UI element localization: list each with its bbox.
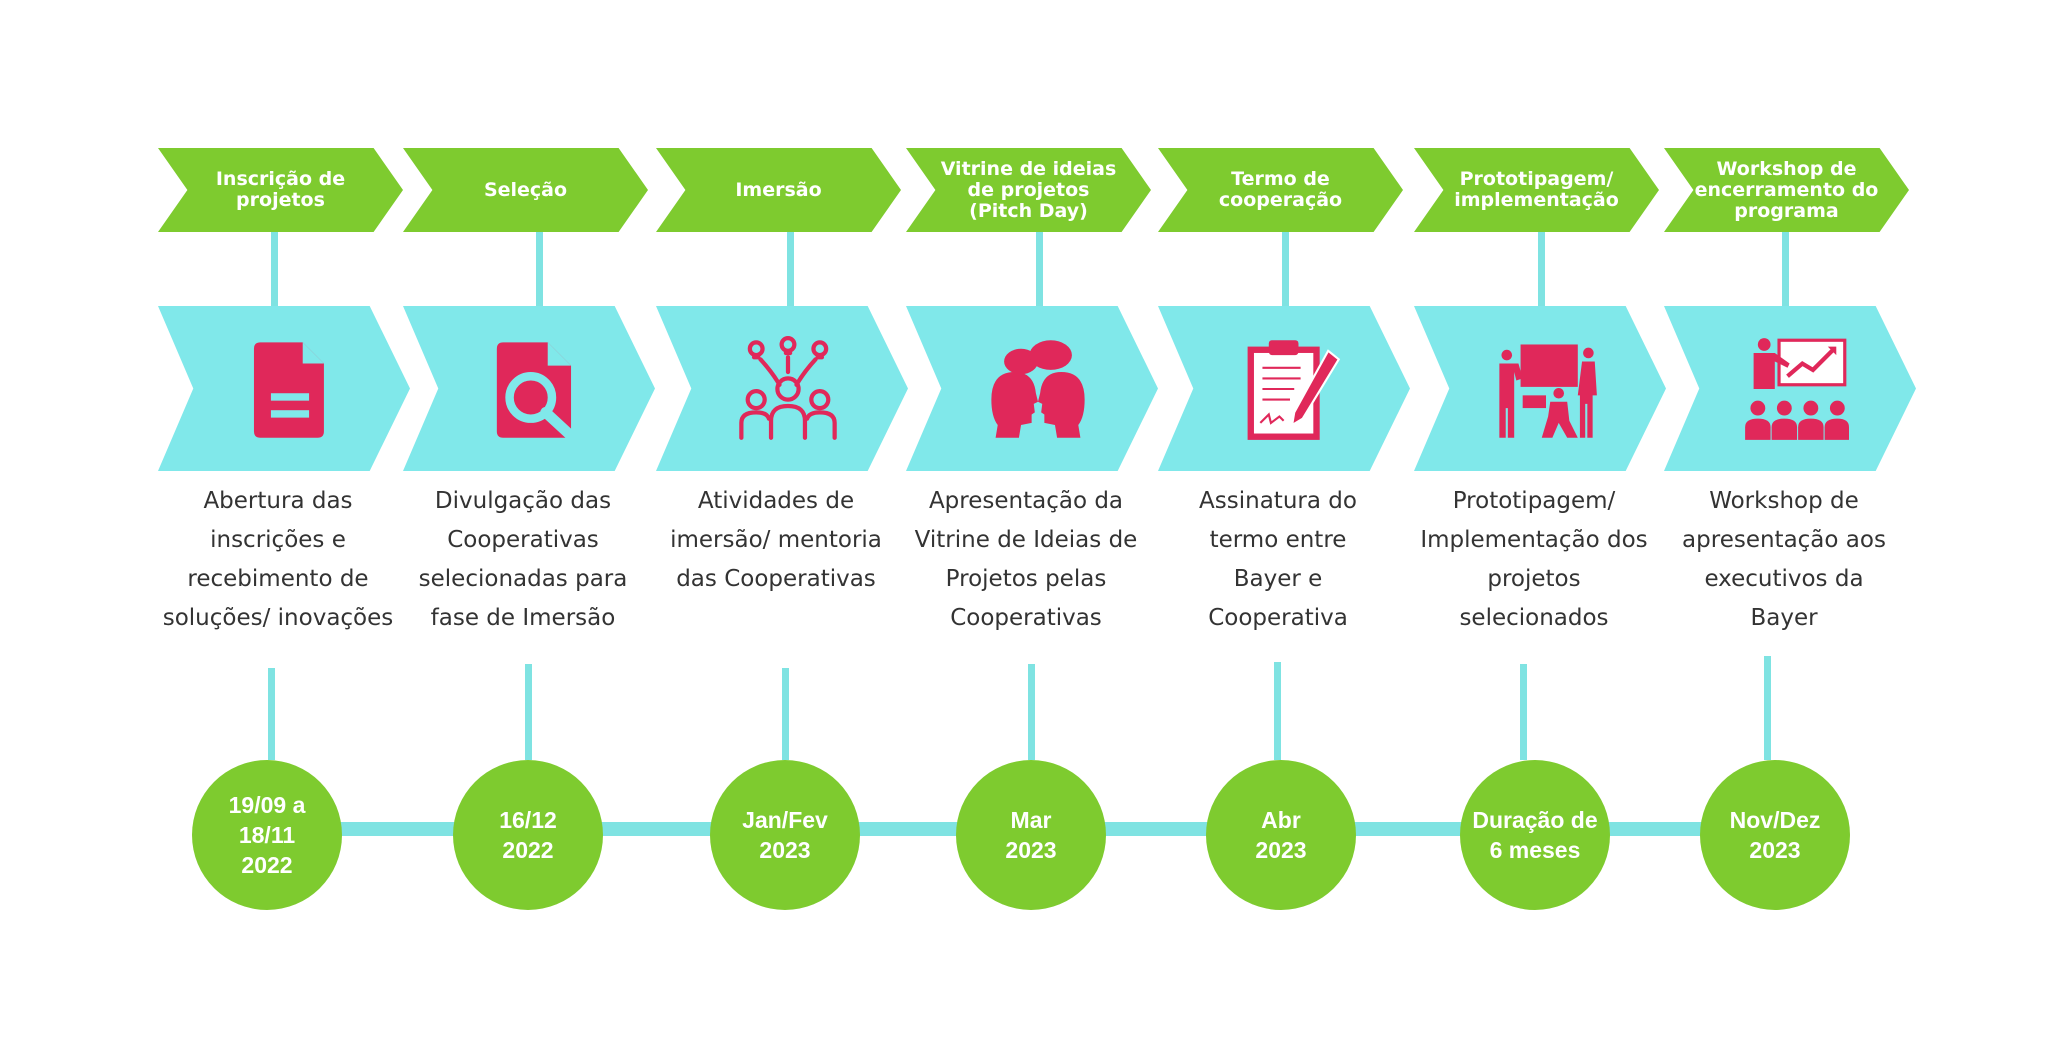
- timeline-step-2: Seleção Divulgação das Cooperativas sele…: [403, 0, 663, 1043]
- connector-line: [271, 232, 278, 306]
- phase-chevron: Seleção: [403, 148, 648, 232]
- date-label: Jan/Fev 2023: [742, 807, 828, 863]
- timeline-step-4: Vitrine de ideias de projetos (Pitch Day…: [906, 0, 1166, 1043]
- date-circle: Mar 2023: [956, 760, 1106, 910]
- icon-chevron: [158, 306, 410, 471]
- connector-line: [268, 668, 275, 760]
- phase-label: Seleção: [483, 178, 568, 201]
- step-description: Apresentação da Vitrine de Ideias de Pro…: [914, 488, 1138, 631]
- connector-line: [787, 232, 794, 306]
- phase-chevron: Imersão: [656, 148, 901, 232]
- date-circle: 16/12 2022: [453, 760, 603, 910]
- step-description: Divulgação das Cooperativas selecionadas…: [418, 488, 628, 631]
- icon-chevron: [1158, 306, 1410, 471]
- connector-line: [1282, 232, 1289, 306]
- clipboard-signature-icon: [1237, 336, 1343, 442]
- step-description: Abertura das inscrições e recebimento de…: [162, 488, 394, 631]
- connector-line: [1036, 232, 1043, 306]
- phase-chevron: Termo de cooperação: [1158, 148, 1403, 232]
- phase-label: Workshop de encerramento do programa: [1694, 157, 1879, 222]
- phase-chevron: Inscrição de projetos: [158, 148, 403, 232]
- date-circle: Abr 2023: [1206, 760, 1356, 910]
- step-description: Workshop de apresentação aos executivos …: [1682, 488, 1886, 631]
- connector-line: [1520, 664, 1527, 760]
- phase-label: Vitrine de ideias de projetos (Pitch Day…: [940, 157, 1117, 222]
- timeline-step-3: Imersão Atividades de imersão: [656, 0, 916, 1043]
- icon-chevron: [656, 306, 908, 471]
- date-label: Duração de 6 meses: [1472, 807, 1598, 863]
- step-description: Prototipagem/ Implementação dos projetos…: [1420, 488, 1648, 631]
- phase-chevron: Prototipagem/ implementação: [1414, 148, 1659, 232]
- phase-chevron: Vitrine de ideias de projetos (Pitch Day…: [906, 148, 1151, 232]
- phase-label: Inscrição de projetos: [215, 168, 346, 211]
- phase-label: Prototipagem/ implementação: [1454, 168, 1619, 211]
- conversation-heads-icon: [985, 336, 1091, 442]
- timeline-step-7: Workshop de encerramento do programa: [1664, 0, 1924, 1043]
- timeline-step-5: Termo de cooperação: [1158, 0, 1418, 1043]
- document-search-icon: [482, 336, 588, 442]
- connector-line: [1782, 232, 1789, 306]
- connector-line: [525, 664, 532, 760]
- connector-line: [1274, 662, 1281, 760]
- icon-chevron: [1414, 306, 1666, 471]
- date-label: Nov/Dez 2023: [1729, 807, 1821, 863]
- connector-line: [782, 668, 789, 760]
- icon-chevron: [403, 306, 655, 471]
- date-label: Abr 2023: [1255, 807, 1307, 863]
- presentation-audience-icon: [1743, 336, 1849, 442]
- icon-chevron: [906, 306, 1158, 471]
- phase-label: Imersão: [735, 178, 822, 201]
- icon-chevron: [1664, 306, 1916, 471]
- phase-chevron: Workshop de encerramento do programa: [1664, 148, 1909, 232]
- connector-line: [1764, 656, 1771, 760]
- timeline-step-6: Prototipagem/ implementação Prototipagem…: [1414, 0, 1674, 1043]
- phase-label: Termo de cooperação: [1218, 168, 1343, 211]
- connector-line: [536, 232, 543, 306]
- step-description: Assinatura do termo entre Bayer e Cooper…: [1199, 488, 1357, 631]
- prototype-team-icon: [1493, 336, 1599, 442]
- date-label: Mar 2023: [1005, 807, 1057, 863]
- connector-line: [1538, 232, 1545, 306]
- date-label: 16/12 2022: [499, 807, 557, 863]
- date-circle: Jan/Fev 2023: [710, 760, 860, 910]
- timeline-step-1: Inscrição de projetos Abertura das inscr…: [158, 0, 418, 1043]
- date-circle: Nov/Dez 2023: [1700, 760, 1850, 910]
- connector-line: [1028, 664, 1035, 760]
- date-circle: 19/09 a 18/11 2022: [192, 760, 342, 910]
- team-ideas-icon: [735, 336, 841, 442]
- date-label: 19/09 a 18/11 2022: [228, 792, 306, 878]
- date-circle: Duração de 6 meses: [1460, 760, 1610, 910]
- document-icon: [237, 336, 343, 442]
- step-description: Atividades de imersão/ mentoria das Coop…: [670, 488, 882, 592]
